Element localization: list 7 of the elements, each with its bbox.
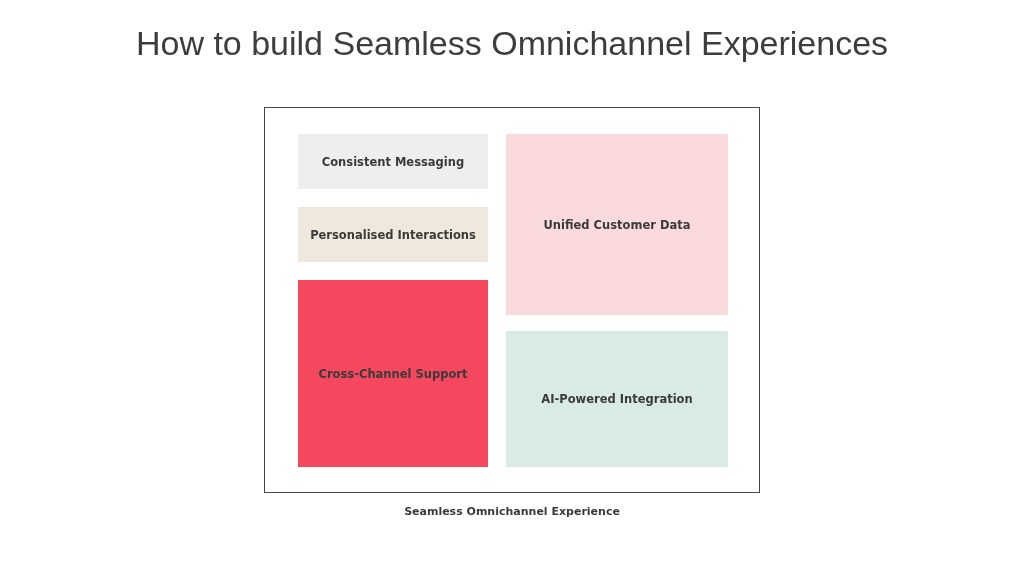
category-box: Personalised Interactions (298, 207, 488, 262)
category-box: Unified Customer Data (506, 134, 728, 315)
title: How to build Seamless Omnichannel Experiences (134, 24, 890, 63)
frame-caption: Seamless Omnichannel Experience (403, 505, 621, 518)
category-box: AI-Powered Integration (506, 331, 728, 467)
category-box: Cross-Channel Support (298, 280, 488, 467)
category-box: Consistent Messaging (298, 134, 488, 189)
